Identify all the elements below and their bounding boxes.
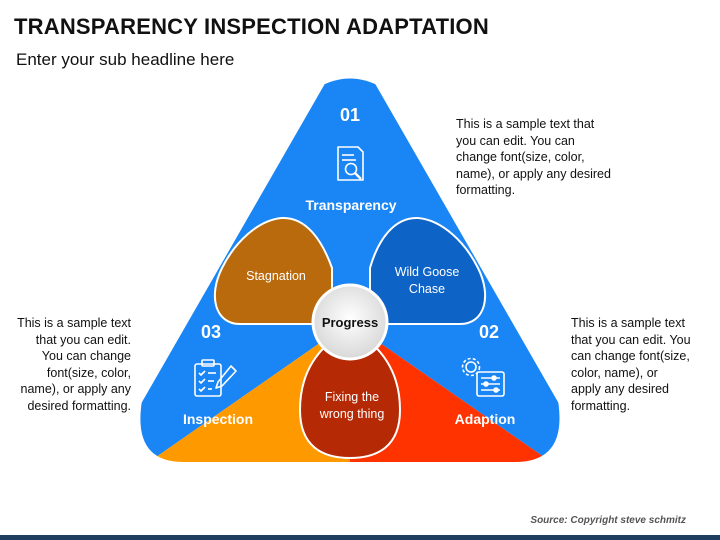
stagnation-label: Stagnation xyxy=(246,269,306,283)
wild-goose-chase-label-line2: Chase xyxy=(409,282,445,296)
transparency-number: 01 xyxy=(340,105,360,125)
triangle-segments xyxy=(80,40,620,510)
transparency-label: Transparency xyxy=(305,197,396,213)
inspection-segment[interactable] xyxy=(80,322,350,510)
adaption-segment[interactable] xyxy=(350,322,620,510)
right-description-text: This is a sample text that you can edit.… xyxy=(571,316,691,413)
page-subtitle: Enter your sub headline here xyxy=(16,50,235,69)
left-description-text: This is a sample text that you can edit.… xyxy=(17,316,131,413)
bottom-bar xyxy=(0,535,720,540)
fixing-wrong-thing-petal[interactable] xyxy=(298,326,402,460)
stagnation-petal[interactable] xyxy=(213,216,333,325)
checklist-clipboard-icon xyxy=(194,359,237,397)
wild-goose-chase-petal[interactable] xyxy=(369,216,487,325)
inspection-label: Inspection xyxy=(183,411,253,427)
progress-circle[interactable] xyxy=(311,283,389,361)
source-footnote: Source: Copyright steve schmitz xyxy=(530,515,686,526)
wild-goose-chase-label-line1: Wild Goose xyxy=(395,265,460,279)
top-description-text: This is a sample text that you can edit.… xyxy=(456,117,611,197)
fixing-label-line1: Fixing the xyxy=(325,390,379,404)
transparency-segment[interactable] xyxy=(80,40,620,510)
inspection-number: 03 xyxy=(201,322,221,342)
adaption-label: Adaption xyxy=(455,411,516,427)
adaption-number: 02 xyxy=(479,322,499,342)
page-title: TRANSPARENCY INSPECTION ADAPTATION xyxy=(14,14,489,39)
progress-label: Progress xyxy=(322,315,378,330)
settings-sliders-icon xyxy=(461,357,505,397)
document-search-icon xyxy=(337,146,364,181)
fixing-label-line2: wrong thing xyxy=(319,407,385,421)
